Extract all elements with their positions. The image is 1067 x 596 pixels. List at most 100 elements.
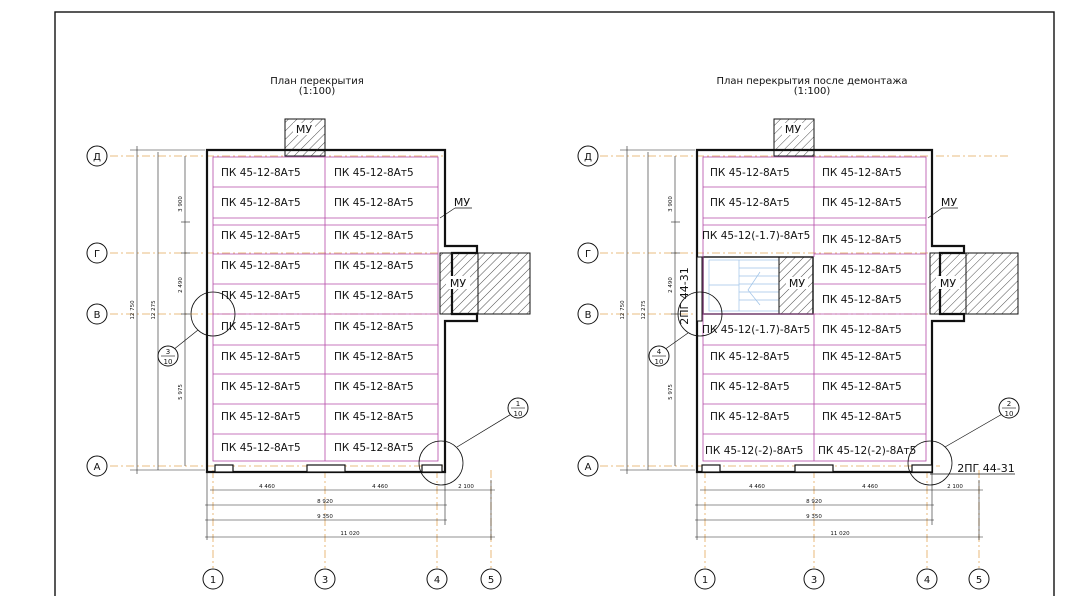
dim-label: 4 460 xyxy=(372,484,388,490)
dim-label: 12 750 xyxy=(620,300,626,320)
beam-vertical xyxy=(696,256,703,322)
right-plan: План перекрытия после демонтажа (1:100) … xyxy=(577,76,1020,590)
right-horizontal-dimensions xyxy=(695,472,983,540)
slab-label: ПК 45-12-8Ат5 xyxy=(221,167,301,179)
stair-mu-label-bg xyxy=(786,277,808,289)
left-plan-title: План перекрытия xyxy=(270,76,364,87)
left-col-axis-bubbles: 1 3 4 5 xyxy=(202,568,502,590)
dim-label: 11 020 xyxy=(340,531,360,537)
right-callout-leader-b xyxy=(944,412,1005,448)
slab-label: ПК 45-12-8Ат5 xyxy=(334,230,414,242)
slab-label: ПК 45-12-8Ат5 xyxy=(822,234,902,246)
right-mu-right-label-bg xyxy=(936,276,960,289)
slab-label: ПК 45-12-8Ат5 xyxy=(334,197,414,209)
left-mu-right-label: МУ xyxy=(450,277,466,290)
axis-row-label: Г xyxy=(94,249,100,260)
dim-label: 4 460 xyxy=(749,484,765,490)
right-mu-ext xyxy=(965,252,1019,315)
axis-col-label: 5 xyxy=(488,575,494,586)
slab-label: ПК 45-12-8Ат5 xyxy=(822,324,902,336)
left-callout-leader-b xyxy=(456,412,514,448)
slab-label: ПК 45-12-8Ат5 xyxy=(334,260,414,272)
slab-label: ПК 45-12-8Ат5 xyxy=(822,381,902,393)
dim-label: 2 490 xyxy=(668,277,674,293)
slab-label: ПК 45-12-8Ат5 xyxy=(221,230,301,242)
right-plan-title: План перекрытия после демонтажа xyxy=(717,76,908,87)
dim-label: 12 275 xyxy=(641,300,647,320)
right-mu-leader-label: МУ xyxy=(941,196,957,209)
axis-row-label: В xyxy=(94,310,101,321)
slab-label: ПК 45-12(-2)-8Ат5 xyxy=(705,445,803,457)
right-vertical-dimensions xyxy=(620,146,695,474)
right-callout-circle-a xyxy=(677,291,723,337)
axis-row-label: В xyxy=(585,310,592,321)
slab-label: ПК 45-12-8Ат5 xyxy=(334,381,414,393)
axis-col-label: 3 xyxy=(322,575,328,586)
left-row-axis-bubbles: Д Г В А xyxy=(86,145,108,477)
dim-label: 2 490 xyxy=(178,277,184,293)
slab-label: ПК 45-12-8Ат5 xyxy=(334,351,414,363)
left-mu-top-label-bg xyxy=(293,123,315,135)
axis-row-label: А xyxy=(94,462,101,473)
slab-label: ПК 45-12-8Ат5 xyxy=(334,442,414,454)
dim-label: 5 975 xyxy=(668,384,674,400)
right-mu-right-label: МУ xyxy=(940,277,956,290)
callout-den: 10 xyxy=(164,358,173,366)
slab-label: ПК 45-12-8Ат5 xyxy=(822,264,902,276)
axis-col-label: 5 xyxy=(976,575,982,586)
slab-label: ПК 45-12-8Ат5 xyxy=(334,167,414,179)
slab-label: ПК 45-12(-1.7)-8Ат5 xyxy=(702,230,810,242)
left-callout-circle-a xyxy=(190,291,236,337)
callout-num: 3 xyxy=(166,348,170,356)
slab-label: ПК 45-12-8Ат5 xyxy=(822,167,902,179)
left-mu-leader-label: МУ xyxy=(454,196,470,209)
slab-label: ПК 45-12(-1.7)-8Ат5 xyxy=(702,324,810,336)
right-row-axis-bubbles: Д Г В А xyxy=(577,145,599,477)
slab-label: ПК 45-12-8Ат5 xyxy=(710,411,790,423)
slab-label: ПК 45-12-8Ат5 xyxy=(710,167,790,179)
dim-label: 11 020 xyxy=(830,531,850,537)
right-callout-leader-a xyxy=(663,332,689,351)
right-mu-top-label: МУ xyxy=(785,123,801,136)
sheet-frame xyxy=(54,11,1055,596)
slab-label: ПК 45-12-8Ат5 xyxy=(710,197,790,209)
axis-row-label: А xyxy=(585,462,592,473)
left-horizontal-dimensions xyxy=(205,472,495,540)
callout-num: 4 xyxy=(657,348,662,356)
callout-den: 10 xyxy=(655,358,664,366)
dim-label: 8 920 xyxy=(806,499,822,505)
slab-label: ПК 45-12-8Ат5 xyxy=(221,290,301,302)
slab-label: ПК 45-12-8Ат5 xyxy=(822,197,902,209)
axis-row-label: Г xyxy=(585,249,591,260)
left-mu-right-label-bg xyxy=(446,276,470,289)
left-callout-leader-a xyxy=(172,329,199,351)
stair-mu-label: МУ xyxy=(789,277,805,290)
dim-label: 4 460 xyxy=(862,484,878,490)
dim-label: 2 100 xyxy=(458,484,474,490)
right-bottom-wall-segments xyxy=(701,464,933,473)
right-callout-circle-b xyxy=(907,440,953,486)
right-col-axis-bubbles: 1 3 4 5 xyxy=(694,568,990,590)
slab-label: ПК 45-12-8Ат5 xyxy=(221,321,301,333)
slab-label: ПК 45-12-8Ат5 xyxy=(221,411,301,423)
slab-label: ПК 45-12-8Ат5 xyxy=(334,411,414,423)
slab-label: ПК 45-12-8Ат5 xyxy=(334,290,414,302)
dim-label: 4 460 xyxy=(259,484,275,490)
left-plan-scale: (1:100) xyxy=(299,86,336,97)
left-callout-circle-b xyxy=(418,440,464,486)
dim-label: 3 900 xyxy=(668,196,674,212)
axis-row-label: Д xyxy=(93,152,101,163)
slab-label: ПК 45-12-8Ат5 xyxy=(710,351,790,363)
slab-label: ПК 45-12(-2)-8Ат5 xyxy=(818,445,916,457)
right-mu-top-label-bg xyxy=(782,123,804,135)
callout-num: 1 xyxy=(516,400,520,408)
slab-label: ПК 45-12-8Ат5 xyxy=(334,321,414,333)
left-slab-grid xyxy=(212,156,439,462)
dim-label: 8 920 xyxy=(317,499,333,505)
axis-row-label: Д xyxy=(584,152,592,163)
slab-label: ПК 45-12-8Ат5 xyxy=(710,381,790,393)
slab-label: ПК 45-12-8Ат5 xyxy=(822,351,902,363)
axis-col-label: 4 xyxy=(434,575,440,586)
callout-num: 2 xyxy=(1007,400,1011,408)
